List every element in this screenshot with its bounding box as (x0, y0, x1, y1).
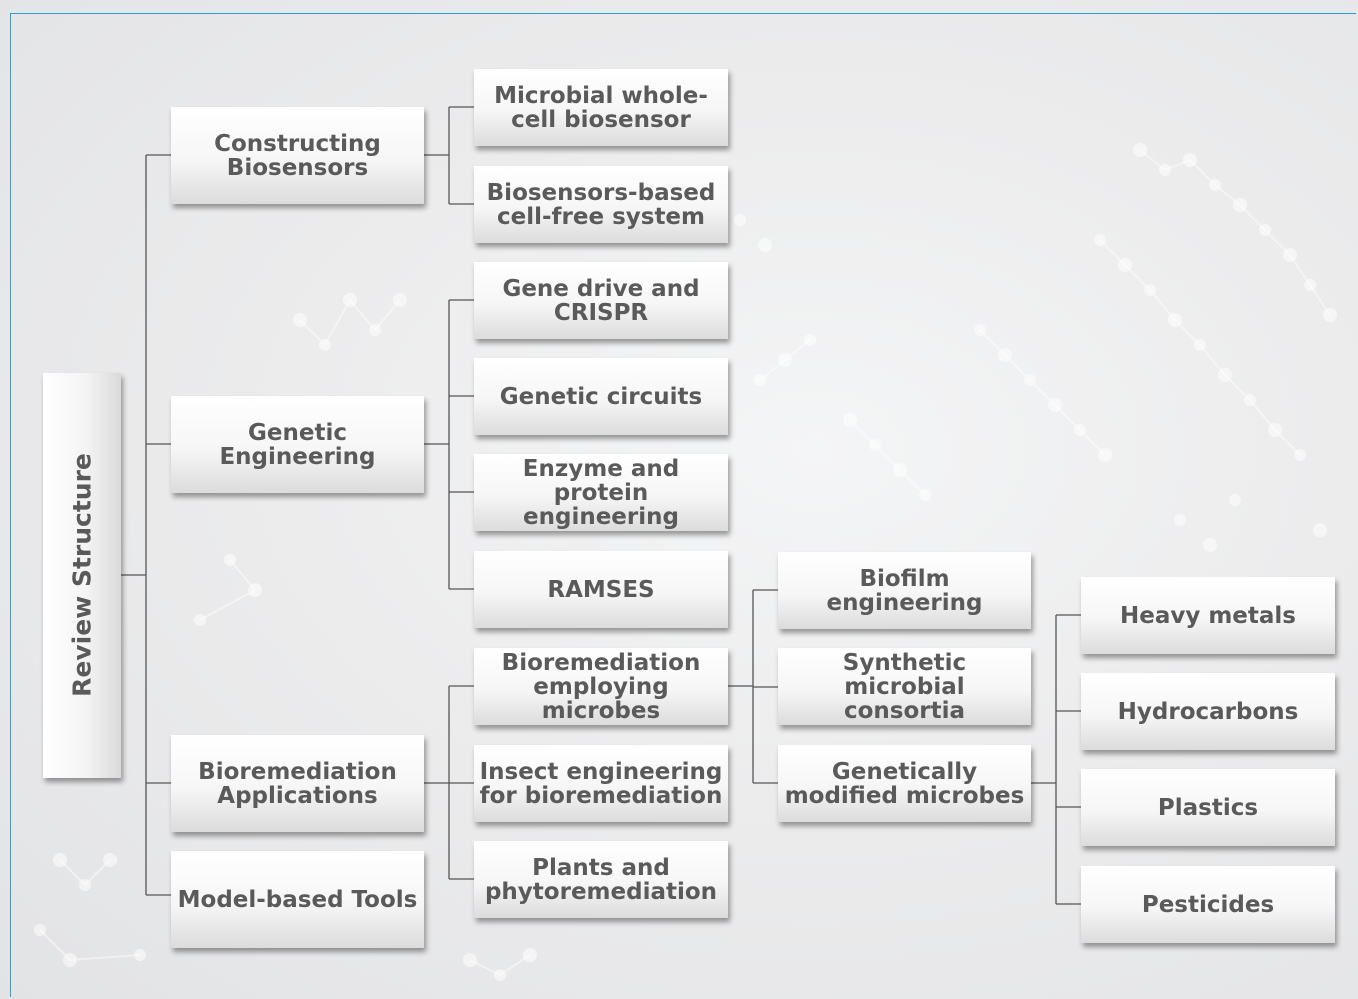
node-bioremediation-applications: Bioremediation Applications (171, 735, 424, 832)
node-pesticides: Pesticides (1081, 866, 1335, 943)
node-insect-engineering: Insect engineering for bioremediation (474, 745, 728, 822)
node-model-based-tools: Model-based Tools (171, 851, 424, 948)
root-node (43, 373, 121, 778)
node-label: Model-based Tools (177, 886, 418, 913)
node-genetic-circuits: Genetic circuits (474, 358, 728, 435)
node-plastics: Plastics (1081, 769, 1335, 846)
node-label: Enzyme and protein engineering (522, 455, 680, 530)
node-label: Genetic Engineering (219, 419, 376, 470)
node-label: Gene drive and CRISPR (502, 275, 700, 326)
node-ramses: RAMSES (474, 551, 728, 628)
node-genetically-modified-microbes: Genetically modified microbes (778, 745, 1031, 822)
node-hydrocarbons: Hydrocarbons (1081, 673, 1335, 750)
node-label: Constructing Biosensors (214, 130, 381, 181)
node-label: Synthetic microbial consortia (842, 649, 967, 724)
node-label: Plastics (1157, 794, 1259, 821)
node-label: Heavy metals (1119, 602, 1296, 629)
node-label: Genetically modified microbes (784, 758, 1025, 809)
node-bioremediation-employing-microbes: Bioremediation employing microbes (474, 648, 728, 725)
node-label: Plants and phytoremediation (484, 854, 718, 905)
node-label: Microbial whole-cell biosensor (494, 82, 708, 133)
node-label: Biofilm engineering (826, 565, 983, 616)
node-constructing-biosensors: Constructing Biosensors (171, 107, 424, 204)
node-gene-drive-crispr: Gene drive and CRISPR (474, 262, 728, 339)
node-genetic-engineering: Genetic Engineering (171, 396, 424, 493)
node-label: Biosensors-based cell-free system (486, 179, 716, 230)
node-biosensors-cell-free-system: Biosensors-based cell-free system (474, 166, 728, 243)
node-plants-phytoremediation: Plants and phytoremediation (474, 841, 728, 918)
node-biofilm-engineering: Biofilm engineering (778, 552, 1031, 629)
node-label: Hydrocarbons (1117, 698, 1299, 725)
node-label: Insect engineering for bioremediation (479, 758, 723, 809)
node-label: RAMSES (547, 576, 655, 603)
node-enzyme-protein-engineering: Enzyme and protein engineering (474, 454, 728, 531)
node-label: Bioremediation Applications (198, 758, 397, 809)
node-label: Genetic circuits (499, 383, 703, 410)
node-label: Bioremediation employing microbes (501, 649, 701, 724)
node-synthetic-microbial-consortia: Synthetic microbial consortia (778, 648, 1031, 725)
node-microbial-whole-cell-biosensor: Microbial whole-cell biosensor (474, 69, 728, 146)
node-label: Pesticides (1141, 891, 1275, 918)
node-heavy-metals: Heavy metals (1081, 577, 1335, 654)
root-label: Review Structure (67, 453, 97, 697)
